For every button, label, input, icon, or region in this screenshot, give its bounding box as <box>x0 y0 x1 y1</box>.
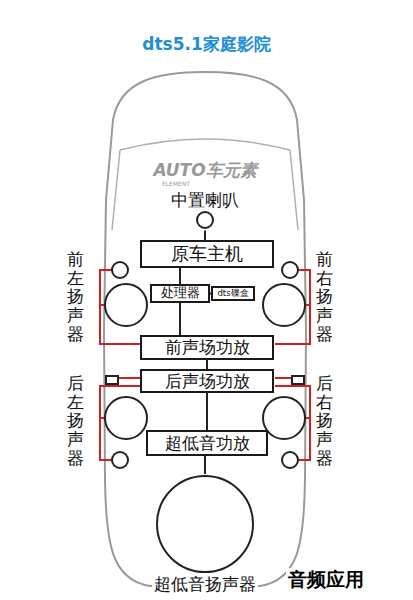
node-text: 原车主机 <box>171 244 243 264</box>
watermark: AUTO车元素 <box>153 160 256 180</box>
speaker-node: 超低音扬声器 <box>150 474 260 594</box>
component-box: 前声场功放 <box>140 335 274 360</box>
node-text: 前声场功放 <box>165 338 250 357</box>
signal-line <box>206 393 208 430</box>
speaker-label: 前右扬声器 <box>316 250 333 343</box>
signal-line <box>204 230 206 240</box>
speaker-symbol <box>105 262 305 468</box>
speaker-outline <box>195 210 215 230</box>
component-box: 处理器 <box>150 284 210 303</box>
speaker-label: 后左扬声器 <box>67 374 84 467</box>
component-box: dts碟盒 <box>211 286 254 301</box>
node-text: dts碟盒 <box>217 289 248 298</box>
node-text: 处理器 <box>161 286 200 300</box>
node-text: 中置喇叭 <box>169 190 241 210</box>
signal-line <box>204 456 206 474</box>
node-text: 后声场功放 <box>165 372 250 391</box>
signal-line <box>206 360 208 369</box>
node-text: 超低音扬声器 <box>152 574 258 594</box>
signal-line <box>179 303 181 335</box>
component-box: 后声场功放 <box>140 369 274 393</box>
component-box: 超低音功放 <box>146 430 268 456</box>
car-body <box>104 72 306 586</box>
pillar-line <box>112 150 298 230</box>
component-box: 原车主机 <box>140 240 274 268</box>
diagram-title: dts5.1家庭影院 <box>0 34 413 54</box>
watermark: ELEMENT <box>162 180 190 187</box>
speaker-label: 后右扬声器 <box>316 374 333 467</box>
speaker-label: 前左扬声器 <box>67 250 84 343</box>
signal-line <box>179 268 181 284</box>
speaker-outline <box>155 474 255 574</box>
speaker-wire <box>100 270 310 460</box>
speaker-node: 中置喇叭 <box>167 190 243 230</box>
note-label: 音频应用 <box>286 568 366 591</box>
node-text: 超低音功放 <box>165 434 250 453</box>
windshield <box>120 139 290 150</box>
